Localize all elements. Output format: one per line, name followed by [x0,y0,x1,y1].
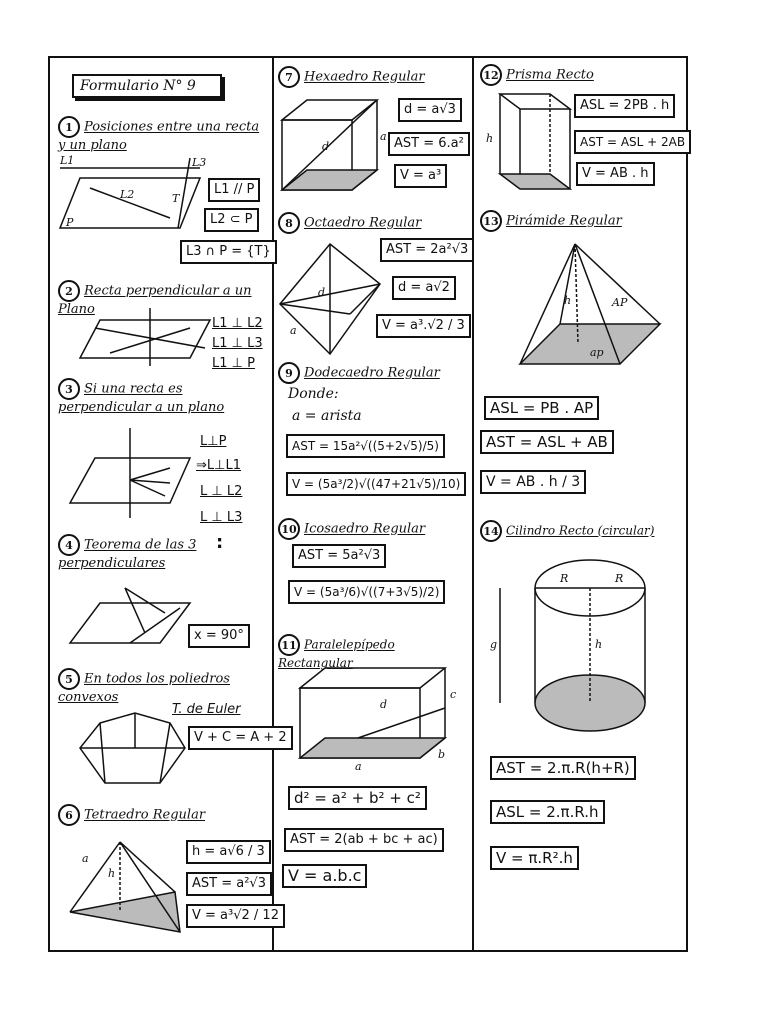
svg-text:AP: AP [611,296,628,309]
prism-volume: V = AB . h [576,162,655,186]
svg-text:P: P [65,216,74,229]
svg-text:h: h [108,867,115,880]
tetra-volume: V = a³√2 / 12 [186,904,285,928]
prism-total: AST = ASL + 2AB [574,130,692,154]
svg-text:L1: L1 [59,154,74,167]
cylinder-lateral: ASL = 2.π.R.h [490,800,605,824]
tetrahedron-diagram: a h [69,841,181,933]
cube-diagonal: d = a√3 [398,98,462,122]
convex-polyhedron-diagram [79,712,186,784]
svg-text:b: b [438,748,445,761]
pyramid-total: AST = ASL + AB [480,430,614,454]
svg-text:T: T [172,192,181,205]
cube-volume: V = a³ [394,164,448,188]
svg-text:R: R [559,572,568,585]
svg-text:h: h [564,294,571,307]
diagonal-formula: d² = a² + b² + c² [288,786,427,810]
svg-text:L2: L2 [119,188,134,201]
dodeca-area: AST = 15a²√((5+2√5)/5) [286,434,445,458]
svg-text:d: d [380,698,387,711]
prism-diagram: h [486,93,573,190]
svg-text:L3: L3 [191,156,206,169]
box-area: AST = 2(ab + bc + ac) [284,828,444,852]
prism-lateral: ASL = 2PB . h [574,94,676,118]
tetra-area: AST = a²√3 [186,872,272,896]
perpendicular-plane-diagram [68,428,192,518]
perpendicular-line-diagram [78,308,212,366]
three-perpendiculars-diagram [68,587,192,644]
svg-text:c: c [450,688,456,701]
svg-text:g: g [490,638,497,651]
euler-formula: V + C = A + 2 [188,726,293,750]
box-volume: V = a.b.c [282,864,368,888]
cylinder-diagram: R R h g [490,559,646,732]
column-divider [272,58,274,950]
svg-text:d: d [322,140,329,153]
octa-diagonal: d = a√2 [392,276,456,300]
svg-text:a: a [380,130,387,143]
tetra-height: h = a√6 / 3 [186,840,271,864]
intersection-formula: L3 ∩ P = {T} [180,240,277,264]
octa-area: AST = 2a²√3 [380,238,475,262]
icosa-volume: V = (5a³/6)√((7+3√5)/2) [288,580,446,604]
parallelepiped-diagram: d c b a [297,667,456,773]
svg-text:ap: ap [590,346,604,359]
octa-volume: V = a³.√2 / 3 [376,314,471,338]
pyramid-lateral: ASL = PB . AP [484,396,600,420]
contained-formula: L2 ⊂ P [204,208,259,232]
pyramid-diagram: h AP ap [518,243,662,365]
right-angle-formula: x = 90° [188,624,250,648]
svg-text:a: a [82,852,89,865]
parallel-formula: L1 // P [208,178,261,202]
line-plane-diagram: L1 L2 L3 T P [58,154,206,229]
svg-text:R: R [614,572,623,585]
svg-text:a: a [290,324,297,337]
svg-text:d: d [318,286,325,299]
svg-text:h: h [486,132,493,145]
column-divider [472,58,474,950]
cylinder-total: AST = 2.π.R(h+R) [490,756,636,780]
section-number: 1 [58,116,80,138]
sheet-title: Formulario N° 9 [72,74,222,98]
cube-diagram: d a [279,99,387,191]
svg-text:h: h [595,638,602,651]
octahedron-diagram: d a [278,242,382,356]
icosa-area: AST = 5a²√3 [292,544,387,568]
cube-area: AST = 6.a² [388,132,470,156]
cylinder-volume: V = π.R².h [490,846,579,870]
dodeca-volume: V = (5a³/2)√((47+21√5)/10) [286,472,467,496]
pyramid-volume: V = AB . h / 3 [480,470,587,494]
svg-text:a: a [355,760,362,773]
